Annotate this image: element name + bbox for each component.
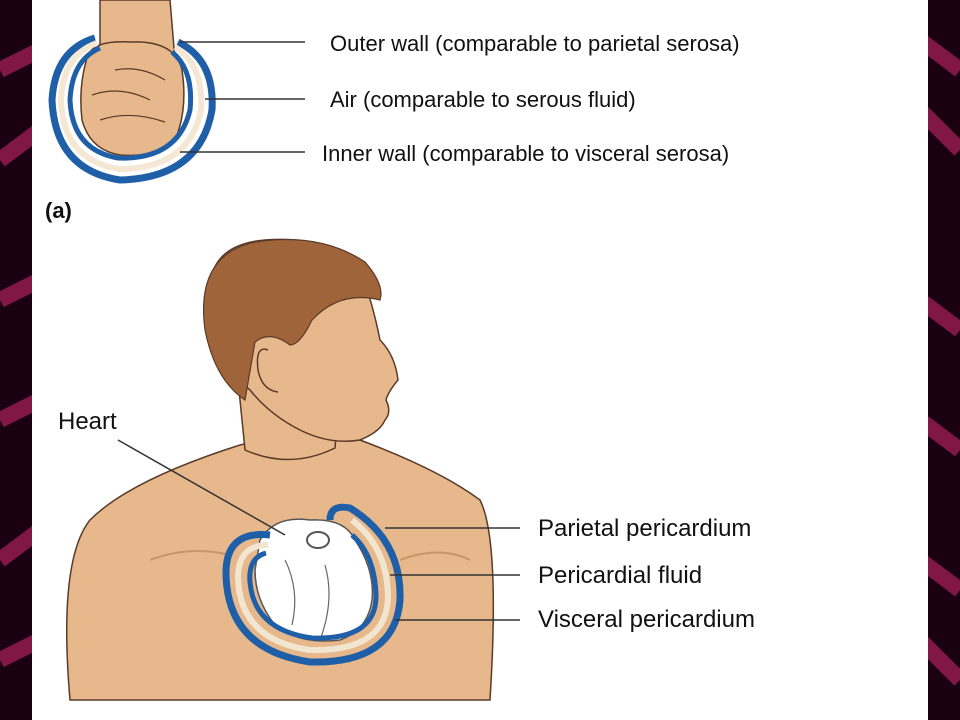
- pericardial-fluid-label: Pericardial fluid: [538, 562, 703, 589]
- panel-a-letter: (a): [45, 198, 72, 223]
- air-label: Air (comparable to serous fluid): [330, 87, 636, 112]
- heart-illustration: [254, 518, 374, 642]
- fist-illustration: [80, 0, 185, 157]
- pericardium-layers: [222, 503, 404, 666]
- panel-b-leader-lines: [117, 439, 520, 621]
- heart-label: Heart: [58, 408, 117, 435]
- outer-wall-label: Outer wall (comparable to parietal seros…: [330, 31, 740, 56]
- balloon-walls: [48, 34, 216, 184]
- parietal-pericardium-label: Parietal pericardium: [538, 515, 752, 542]
- inner-wall-label: Inner wall (comparable to visceral seros…: [322, 141, 730, 166]
- panel-a-leader-lines: [180, 41, 305, 153]
- visceral-pericardium-label: Visceral pericardium: [538, 606, 755, 633]
